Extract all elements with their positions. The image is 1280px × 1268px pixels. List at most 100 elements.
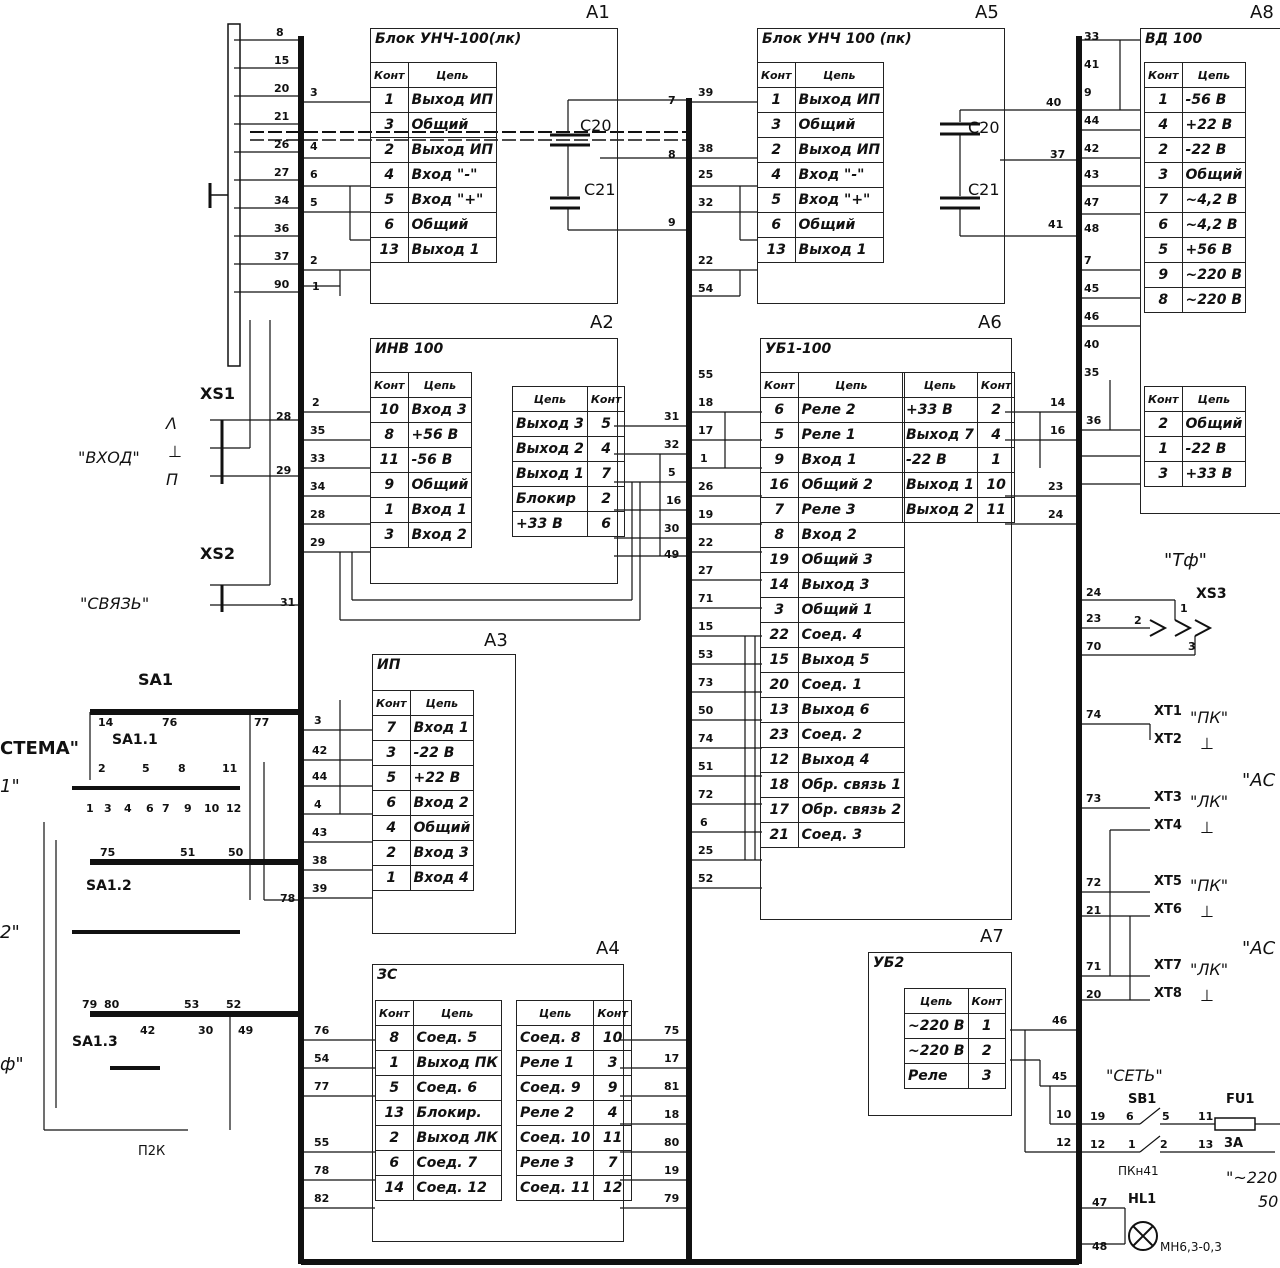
gnd4-label: ⊥ xyxy=(1200,986,1214,1005)
wire-num: 15 xyxy=(698,620,714,633)
wire-num: 52 xyxy=(698,872,714,885)
wire-num: 52 xyxy=(226,998,242,1011)
pin-number: 3 xyxy=(370,112,409,138)
pin-number: 2 xyxy=(370,137,409,163)
circuit-name: ~220 В xyxy=(904,1038,969,1064)
wire-num: 4 xyxy=(314,798,322,811)
circuit-name: Соед. 1 xyxy=(797,672,906,698)
pin-number: 17 xyxy=(760,797,799,823)
wire-num: 72 xyxy=(1086,876,1102,889)
column-header: Конт xyxy=(586,386,626,412)
wire-num: 16 xyxy=(1050,424,1066,437)
block-a6-title: УБ1-100 xyxy=(765,341,832,357)
ac2-label: "АС xyxy=(1242,938,1276,959)
circuit-name: Реле 3 xyxy=(797,497,906,523)
wire-num: 21 xyxy=(1086,904,1102,917)
wire-num: 34 xyxy=(310,480,326,493)
wire-num: 74 xyxy=(1086,708,1102,721)
circuit-name: Вход "+" xyxy=(794,187,885,213)
pin-number: 2 xyxy=(375,1125,414,1151)
pin-number: 10 xyxy=(370,397,409,423)
circuit-name: Общий 3 xyxy=(797,547,906,573)
xt3-label: XT3 xyxy=(1154,790,1182,805)
circuit-name: Выход 1 xyxy=(794,237,885,263)
pin-number: 4 xyxy=(593,1100,632,1126)
circuit-name: Соед. 6 xyxy=(412,1075,502,1101)
wire-num: 3 xyxy=(104,802,112,815)
v50-label: 50 xyxy=(1258,1192,1279,1211)
pin-number: 5 xyxy=(1144,237,1183,263)
wire-num: 75 xyxy=(100,846,116,859)
table-row: 5+56 В xyxy=(1144,237,1247,263)
lamp-label: МН6,3-0,3 xyxy=(1160,1240,1222,1254)
wire-num: 5 xyxy=(1162,1110,1170,1123)
wire-num: 9 xyxy=(668,216,676,229)
circuit-name: Выход 7 xyxy=(902,422,978,448)
circuit-name: Выход 2 xyxy=(512,436,588,462)
column-header: Цепь xyxy=(407,62,498,88)
pin-number: 8 xyxy=(375,1025,414,1051)
circuit-name: +56 В xyxy=(1181,237,1247,263)
xs2-label: XS2 xyxy=(200,544,235,563)
block-a5-id: A5 xyxy=(975,2,999,23)
column-header: Конт xyxy=(370,372,409,398)
c21b-label: C21 xyxy=(968,180,1000,199)
block-a1-title: Блок УНЧ-100(лк) xyxy=(375,31,522,47)
xt7-label: XT7 xyxy=(1154,958,1182,973)
gnd3-label: ⊥ xyxy=(1200,902,1214,921)
block-a5-title: Блок УНЧ 100 (пк) xyxy=(762,31,912,47)
wire-num: 39 xyxy=(698,86,714,99)
hl1-label: HL1 xyxy=(1128,1192,1157,1207)
c21-label: C21 xyxy=(584,180,616,199)
wire-num: 17 xyxy=(698,424,714,437)
wire-num: 78 xyxy=(314,1164,330,1177)
pin-number: 13 xyxy=(370,237,409,263)
lk2-label: "ЛК" xyxy=(1190,960,1229,979)
wire-num: 9 xyxy=(184,802,192,815)
circuit-name: Реле 1 xyxy=(515,1050,595,1076)
circuit-name: Реле 2 xyxy=(515,1100,595,1126)
wire-num: 72 xyxy=(698,788,714,801)
pin-number: 3 xyxy=(370,522,409,548)
circuit-name: Выход 5 xyxy=(797,647,906,673)
column-header: Цепь xyxy=(412,1000,502,1026)
wire-num: 81 xyxy=(664,1080,680,1093)
circuit-name: Вход 3 xyxy=(409,840,475,866)
pkn-label: ПКн41 xyxy=(1118,1164,1159,1178)
circuit-name: Выход 1 xyxy=(902,472,978,498)
wire-num: 24 xyxy=(1048,508,1064,521)
wire-num: 43 xyxy=(312,826,328,839)
wire-num: 44 xyxy=(312,770,328,783)
circuit-name: Выход ЛК xyxy=(412,1125,502,1151)
wire-num: 76 xyxy=(314,1024,330,1037)
wire-num: 47 xyxy=(1084,196,1100,209)
wire-num: 31 xyxy=(280,596,296,609)
wire-num: 14 xyxy=(1050,396,1066,409)
pin-number: 3 xyxy=(372,740,411,766)
pin-number: 23 xyxy=(760,722,799,748)
wire-num: 50 xyxy=(698,704,714,717)
wire-num: 80 xyxy=(664,1136,680,1149)
circuit-name: +33 В xyxy=(512,511,588,537)
wire-num: 41 xyxy=(1084,58,1100,71)
pin-number: 1 xyxy=(370,87,409,113)
wire-num: 26 xyxy=(698,480,714,493)
wire-num: 8 xyxy=(178,762,186,775)
pin-number: 12 xyxy=(593,1175,632,1201)
